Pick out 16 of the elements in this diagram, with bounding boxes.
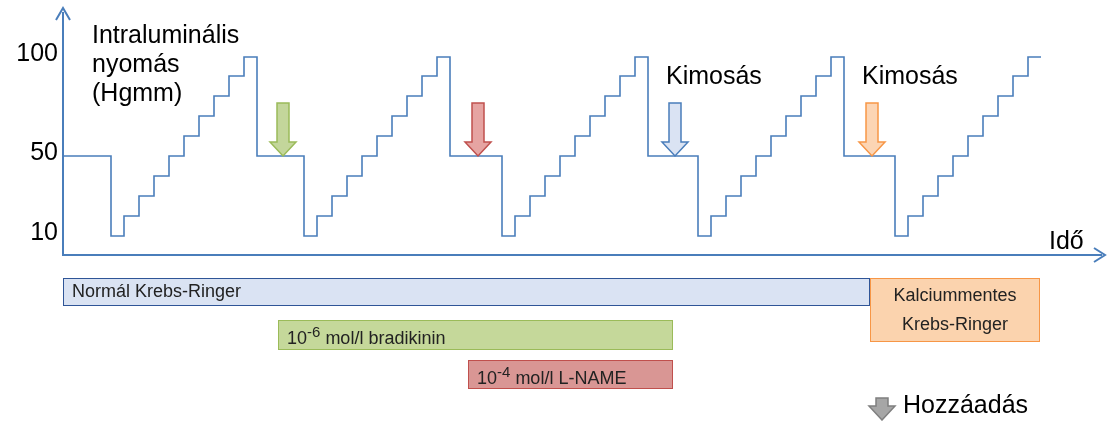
bar — [63, 278, 870, 306]
bar-label: Kalciummentes Krebs-Ringer — [892, 284, 1018, 336]
tick-label: 100 — [15, 38, 58, 67]
bar — [278, 320, 673, 350]
annotation-label: Kimosás — [862, 61, 958, 90]
tick-label: 50 — [29, 137, 58, 166]
annotation-label: Kimosás — [666, 61, 762, 90]
bar-label: 10$^{-4}$ mol/l L-NAME — [477, 363, 628, 389]
axis-title: Idő — [1049, 226, 1084, 255]
tick-label: 10 — [29, 217, 58, 246]
bar — [870, 278, 1040, 342]
bar-label: 10$^{-6}$ mol/l bradikinin — [287, 323, 447, 349]
axis-title: Intraluminális nyomás (Hgmm) — [92, 20, 241, 107]
bar-label: Normál Krebs-Ringer — [72, 281, 243, 302]
legend-label: Hozzáadás — [903, 390, 1029, 419]
bar — [468, 360, 673, 389]
